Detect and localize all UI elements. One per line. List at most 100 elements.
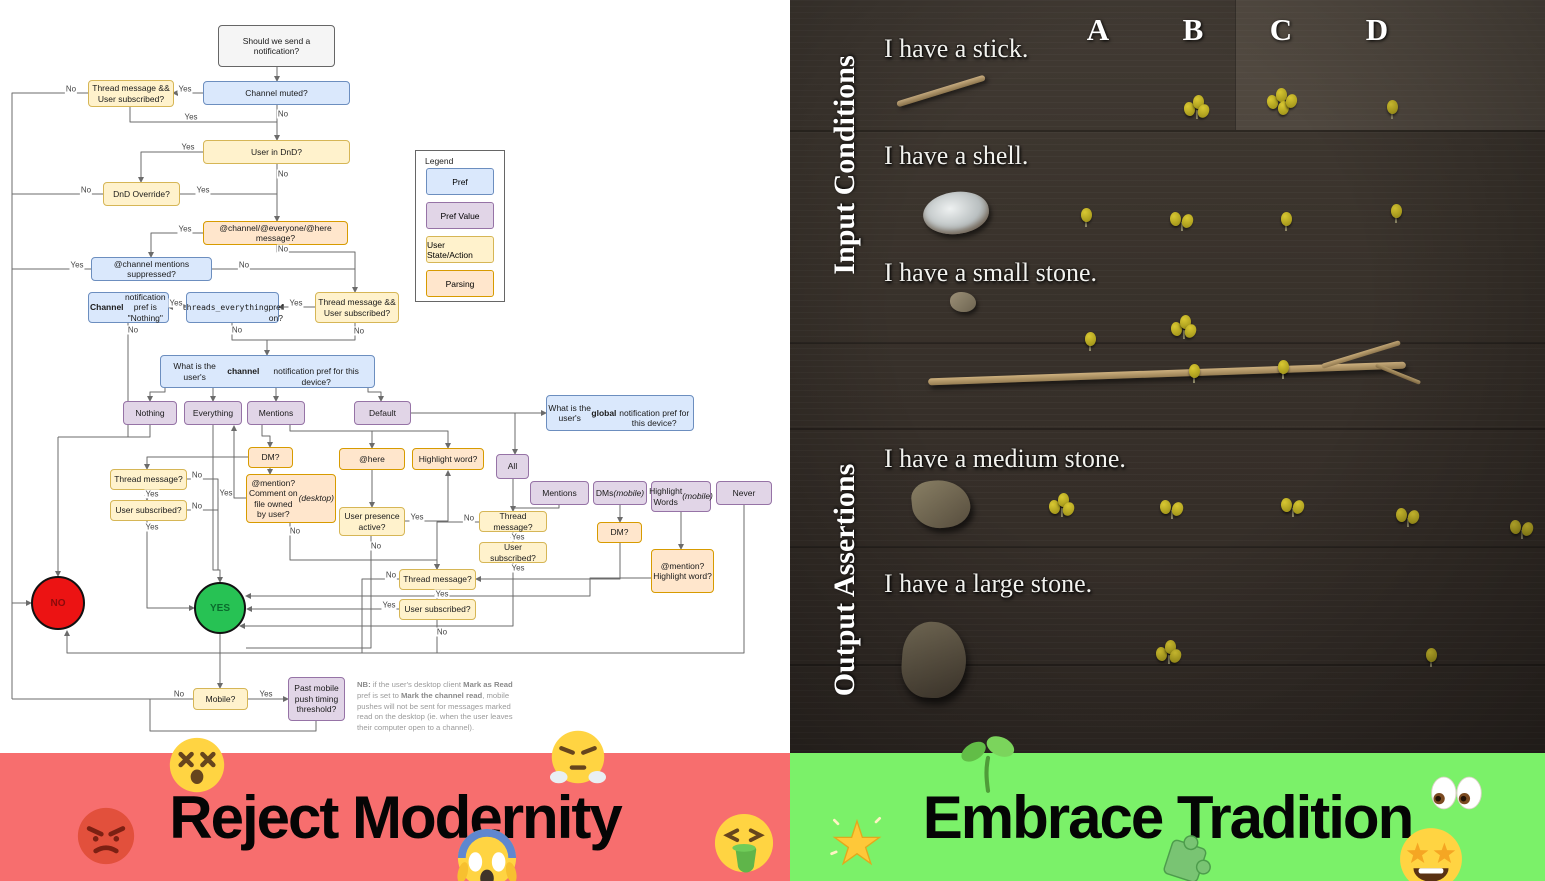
row-label-4: I have a large stone. xyxy=(884,569,1093,598)
edge-label: Yes xyxy=(177,84,193,94)
flow-node-mobile: Mobile? xyxy=(193,688,248,710)
edge-label: Yes xyxy=(195,185,211,195)
legend-item: User State/Action xyxy=(426,236,494,263)
nb-note: NB: if the user's desktop client Mark as… xyxy=(357,680,513,733)
plank-seam xyxy=(790,130,1545,132)
flow-node-global-never: Never xyxy=(716,481,772,505)
input-conditions-label: Input Conditions xyxy=(828,55,861,275)
edge-label: Yes xyxy=(144,489,160,499)
flow-node-thread-message-c: Thread message? xyxy=(399,569,476,590)
plank-seam xyxy=(790,342,1545,344)
flow-terminal-no: NO xyxy=(31,576,85,630)
flow-node-mention-highlight: @mention?Highlight word? xyxy=(651,549,714,593)
flow-node-dnd-override: DnD Override? xyxy=(103,182,180,206)
flow-node-thread-user-2: Thread message &&User subscribed? xyxy=(315,292,399,323)
edge-label: No xyxy=(462,513,476,523)
edge-label: Yes xyxy=(258,689,274,699)
flow-node-at-here: @here xyxy=(339,448,405,470)
plank-seam xyxy=(790,546,1545,548)
edge-label: No xyxy=(276,169,290,179)
flow-node-pref-mentions: Mentions xyxy=(247,401,305,425)
flow-terminal-yes: YES xyxy=(194,582,246,634)
edge-label: No xyxy=(230,325,244,335)
plank-seam xyxy=(790,428,1545,430)
edge-label: Yes xyxy=(510,563,526,573)
edge-label: Yes xyxy=(288,298,304,308)
flow-node-user-in-dnd: User in DnD? xyxy=(203,140,350,164)
edge-label: No xyxy=(190,470,204,480)
scream-face-emoji xyxy=(456,827,518,881)
legend-item: Pref Value xyxy=(426,202,494,229)
flow-node-pref-nothing: Nothing xyxy=(123,401,177,425)
output-assertions-label: Output Assertions xyxy=(828,463,861,697)
edge-label: Yes xyxy=(183,112,199,122)
flow-node-dm-1: DM? xyxy=(248,447,293,468)
flow-node-pref-default: Default xyxy=(354,401,411,425)
row-label-3: I have a medium stone. xyxy=(884,444,1126,473)
flow-node-channel-muted: Channel muted? xyxy=(203,81,350,105)
edge-label: No xyxy=(237,260,251,270)
flow-node-user-subscribed-a: User subscribed? xyxy=(110,500,187,521)
edge-label: No xyxy=(64,84,78,94)
edge-label: No xyxy=(352,326,366,336)
edge-label: No xyxy=(288,526,302,536)
edge-label: No xyxy=(276,109,290,119)
small-stone-photo xyxy=(950,292,976,312)
column-header-a: A xyxy=(1086,12,1110,47)
flow-node-global-all: All xyxy=(496,454,529,479)
edge-label: No xyxy=(369,541,383,551)
flow-node-highlight-word-1: Highlight word? xyxy=(412,448,484,470)
legend-item: Pref xyxy=(426,168,494,195)
flow-node-dm-2: DM? xyxy=(597,522,642,543)
edge-label: No xyxy=(276,244,290,254)
flow-node-mentions-suppressed: @channel mentions suppressed? xyxy=(91,257,212,281)
flowchart-edges xyxy=(11,67,745,732)
edge-label: Yes xyxy=(510,532,526,542)
vomit-face-emoji xyxy=(713,812,775,874)
reject-modernity-banner: Reject Modernity xyxy=(0,753,790,881)
edge-label: Yes xyxy=(144,522,160,532)
reject-modernity-caption: Reject Modernity xyxy=(169,783,622,851)
flow-node-user-subscribed-b: User subscribed? xyxy=(479,542,547,563)
flow-node-pref-everything: Everything xyxy=(184,401,242,425)
flow-node-global-highlight-mobile: Highlight Words(mobile) xyxy=(649,481,713,512)
edge-label: Yes xyxy=(409,512,425,522)
flow-node-thread-user-1: Thread message &&User subscribed? xyxy=(88,80,174,107)
edge-label: No xyxy=(435,627,449,637)
star-struck-emoji xyxy=(1398,826,1464,881)
flow-node-thread-message-a: Thread message? xyxy=(110,469,187,490)
legend-title: Legend xyxy=(425,156,454,166)
plank-seam xyxy=(790,664,1545,666)
edge-label: No xyxy=(190,501,204,511)
legend-item: Parsing xyxy=(426,270,494,297)
edge-label: Yes xyxy=(434,589,450,599)
edge-label: Yes xyxy=(218,488,234,498)
edge-label: Yes xyxy=(168,298,184,308)
column-header-d: D xyxy=(1365,12,1389,47)
edge-label: No xyxy=(172,689,186,699)
angry-face-emoji xyxy=(76,806,136,866)
dizzy-face-emoji xyxy=(168,736,226,794)
row-label-2: I have a small stone. xyxy=(884,258,1097,287)
edge-label: Yes xyxy=(180,142,196,152)
steam-nose-emoji xyxy=(550,729,606,785)
flow-node-global-dms-mobile: DMs (mobile) xyxy=(593,481,647,505)
flow-node-thread-message-b: Thread message? xyxy=(479,511,547,532)
eyes-emoji xyxy=(1426,763,1486,823)
flow-node-user-subscribed-c: User subscribed? xyxy=(399,599,476,620)
embrace-tradition-caption: Embrace Tradition xyxy=(922,783,1414,851)
column-header-c: C xyxy=(1269,12,1293,47)
row-label-1: I have a shell. xyxy=(884,141,1029,170)
edge-label: No xyxy=(126,325,140,335)
